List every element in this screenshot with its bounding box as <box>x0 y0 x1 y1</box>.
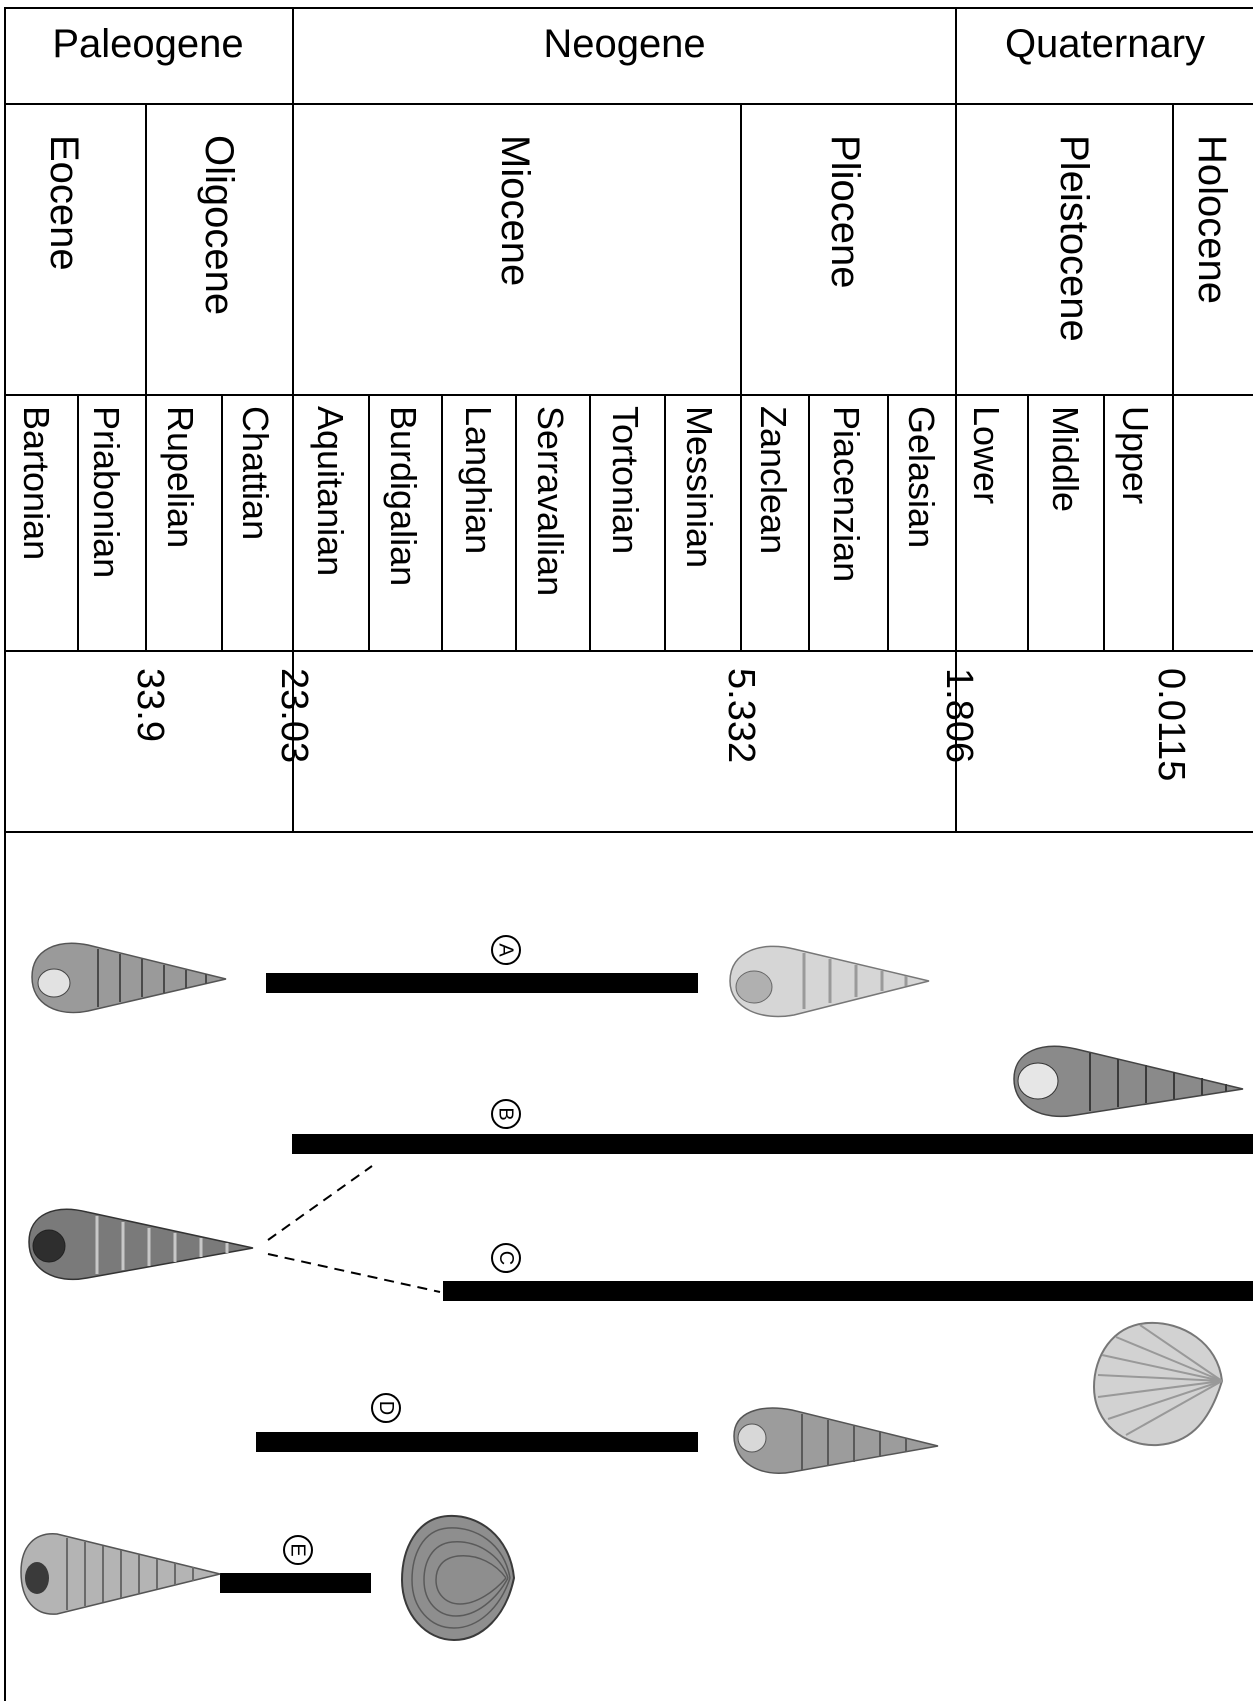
gastropod-shell-a-right <box>726 937 931 1022</box>
gastropod-shell-d <box>730 1400 940 1480</box>
gastropod-shell-c <box>25 1200 255 1285</box>
bivalve-shell-e <box>398 1510 518 1645</box>
gastropod-shell-e <box>17 1528 222 1618</box>
dashed-line-c <box>268 1254 440 1292</box>
bivalve-shell-right <box>1090 1315 1230 1450</box>
dashed-line-b <box>268 1166 372 1240</box>
gastropod-shell-a-left <box>28 935 228 1020</box>
gastropod-shell-b <box>1010 1037 1245 1122</box>
